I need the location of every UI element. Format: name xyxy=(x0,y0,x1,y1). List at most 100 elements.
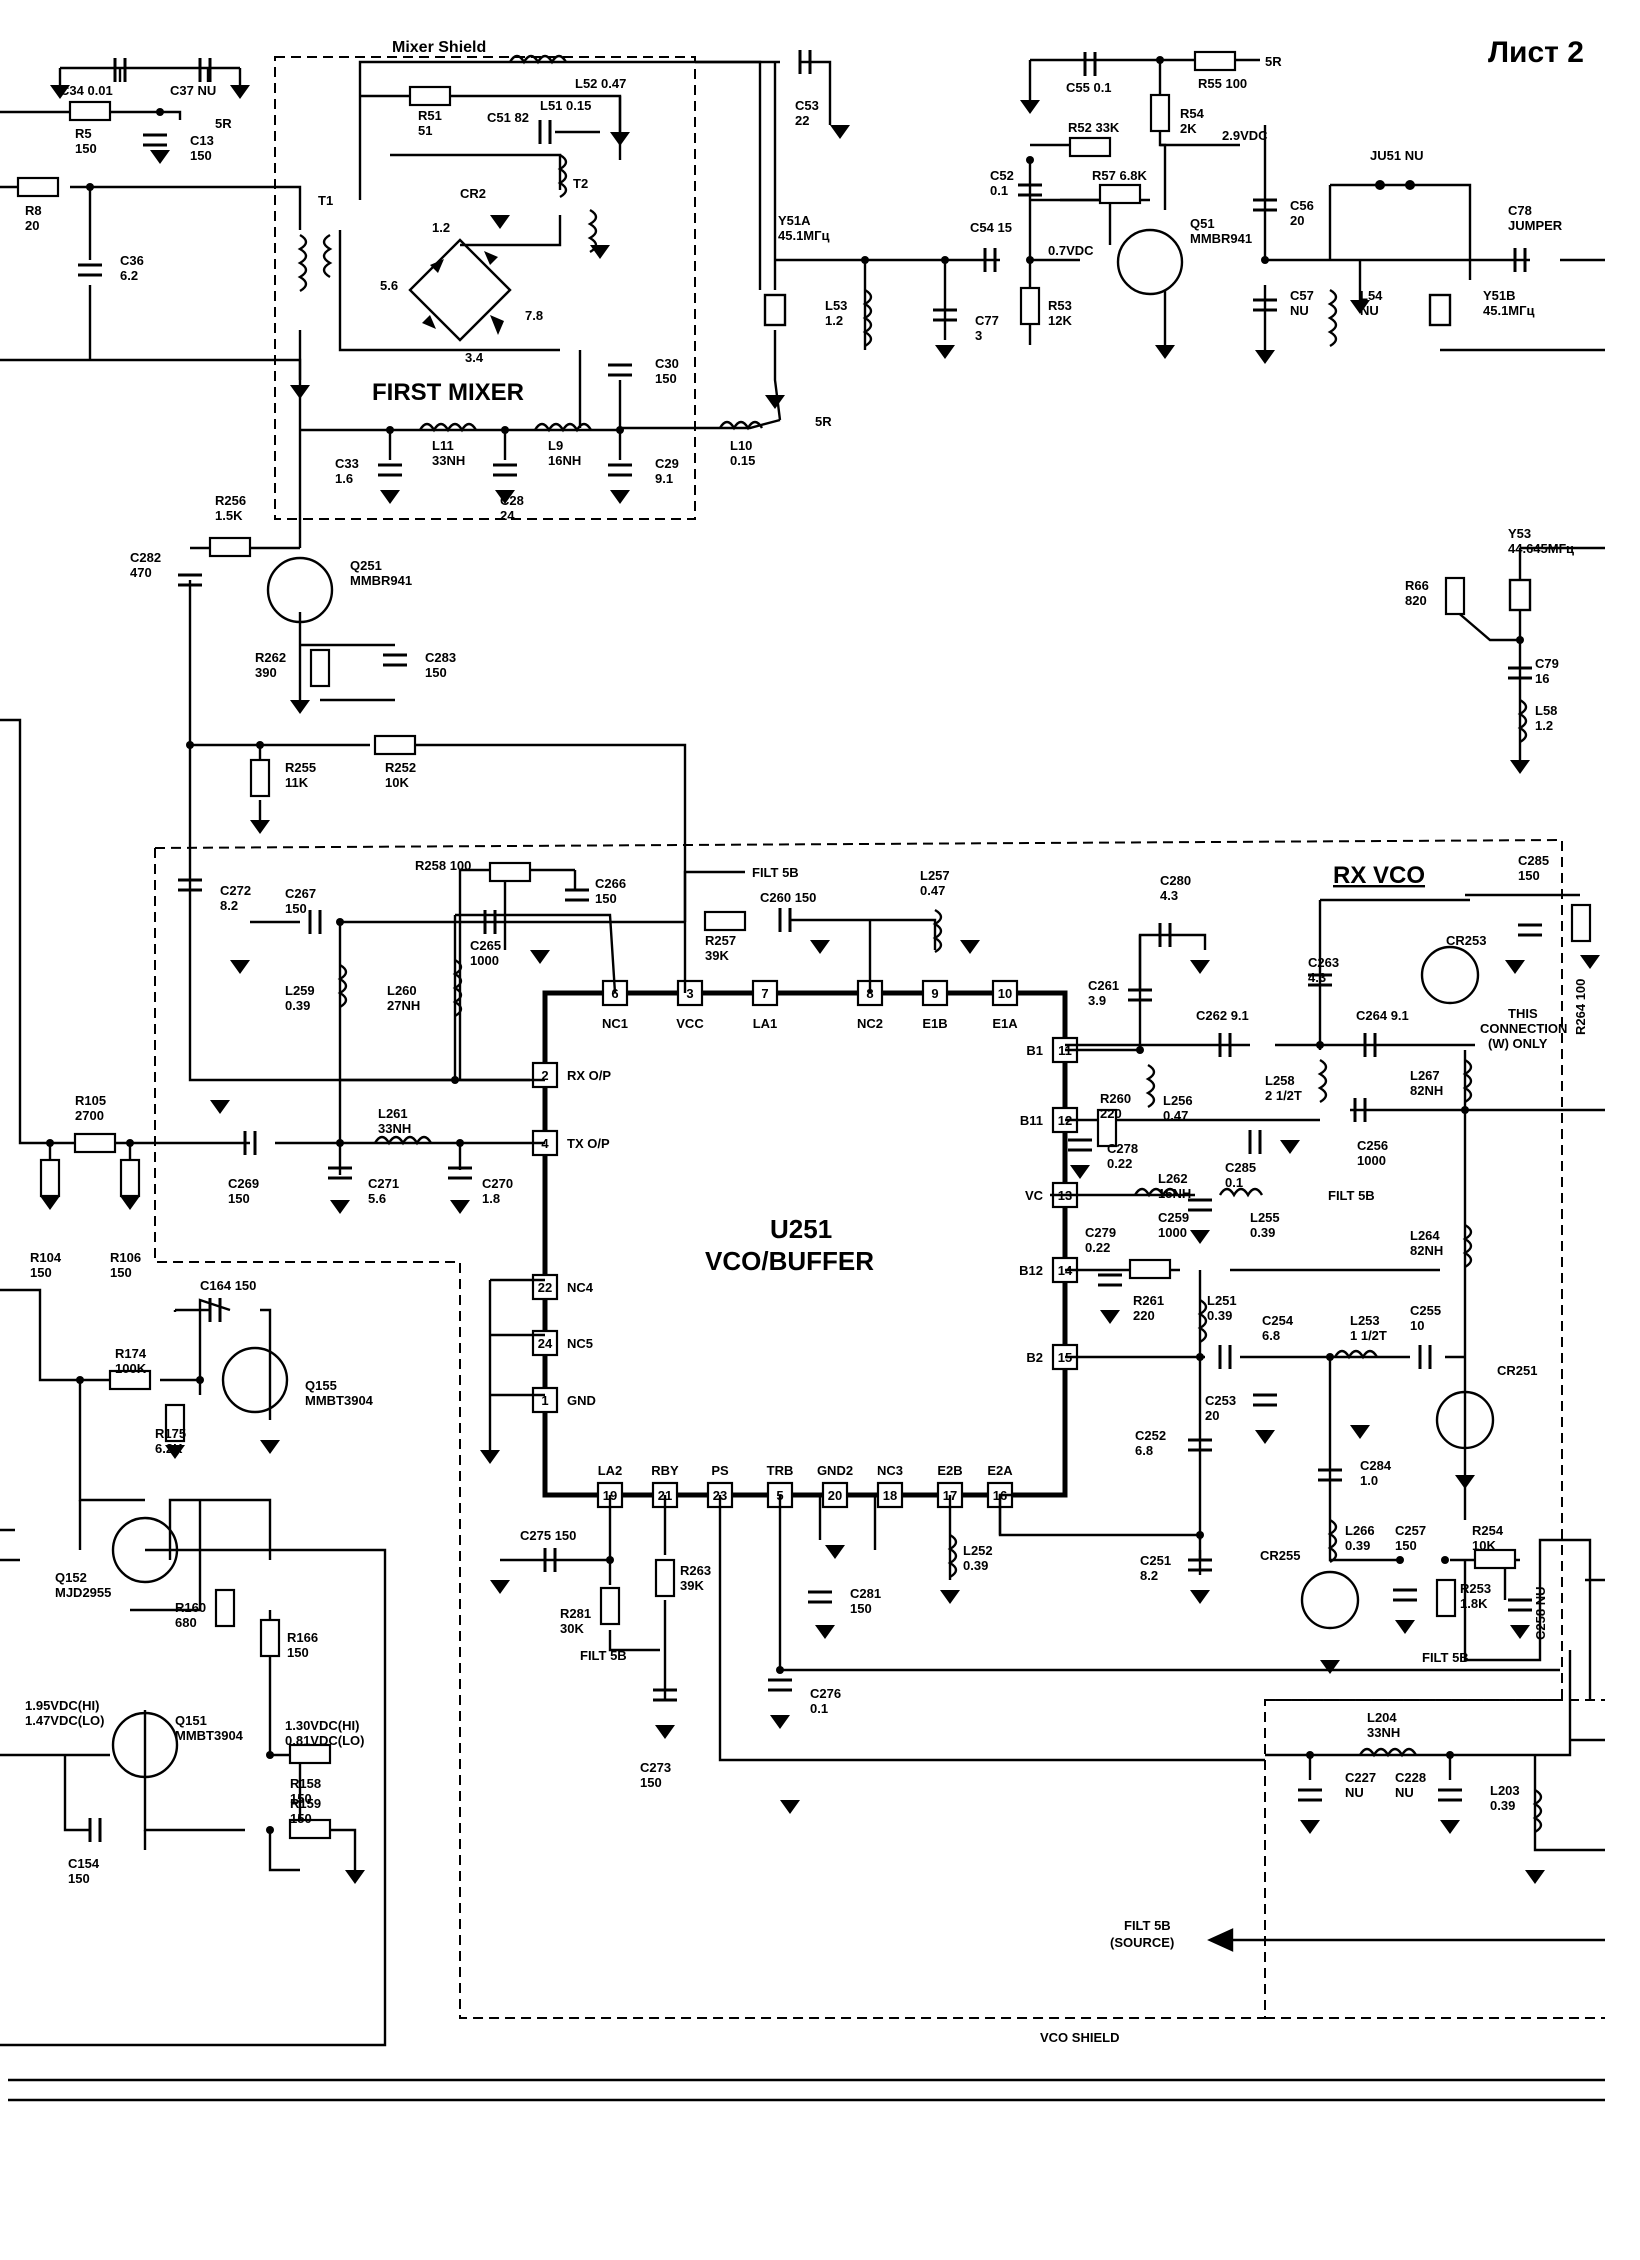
resistor-r53 xyxy=(1019,286,1041,326)
label-c228-1: NU xyxy=(1395,1785,1414,1800)
label-l257-0: L257 xyxy=(920,868,950,883)
label-l10-0: L10 xyxy=(730,438,752,453)
label-c33-1: 1.6 xyxy=(335,471,353,486)
label-l53-1: 1.2 xyxy=(825,313,843,328)
label-l267-1: 82NH xyxy=(1410,1083,1443,1098)
label-r255-0: R255 xyxy=(285,760,316,775)
u251-pin-9-number: 9 xyxy=(931,986,938,1001)
rail-5r-l10: 5R xyxy=(815,414,832,429)
label-t1-0: T1 xyxy=(318,193,333,208)
label-l52-0: L52 0.47 xyxy=(575,76,626,91)
voltage-q151-base-lo: 1.47VDC(LO) xyxy=(25,1713,104,1728)
label-r255-1: 11K xyxy=(285,775,309,790)
rail-5r-top: 5R xyxy=(215,116,232,131)
label-r261-0: R261 xyxy=(1133,1293,1164,1308)
label-c285-1: 150 xyxy=(1518,868,1540,883)
cap-c276 xyxy=(768,1678,792,1692)
label-r256-1: 1.5K xyxy=(215,508,243,523)
transistor-q51 xyxy=(1116,228,1184,296)
u251-pin-19-name: LA2 xyxy=(598,1463,623,1478)
u251-pin-22-name: NC4 xyxy=(567,1280,594,1295)
label-c255-1: 10 xyxy=(1410,1318,1424,1333)
u251-pin-7-number: 7 xyxy=(761,986,768,1001)
label-l258-1: 2 1/2T xyxy=(1265,1088,1302,1103)
label-c265-1: 1000 xyxy=(470,953,499,968)
varactor-cr253 xyxy=(1420,945,1480,1005)
u251-pin-7-box xyxy=(751,979,779,1007)
cap-c264 xyxy=(1363,1033,1377,1057)
voltage-q151-emitter-lo: 0.81VDC(LO) xyxy=(285,1733,364,1748)
cap-c29 xyxy=(608,463,632,477)
label-c279-1: 0.22 xyxy=(1085,1240,1110,1255)
label-c253-1: 20 xyxy=(1205,1408,1219,1423)
label-c257-1: 150 xyxy=(1395,1538,1417,1553)
label-c283-1: 150 xyxy=(425,665,447,680)
label-l11-1: 33NH xyxy=(432,453,465,468)
label-r260-0: R260 xyxy=(1100,1091,1131,1106)
label-c154-1: 150 xyxy=(68,1871,90,1886)
u251-pin-20-box xyxy=(821,1481,849,1509)
u251-pin-8-name: NC2 xyxy=(857,1016,883,1031)
u251-pin-10-name: E1A xyxy=(992,1016,1018,1031)
cap-c227 xyxy=(1298,1788,1322,1802)
label-c36-1: 6.2 xyxy=(120,268,138,283)
diode-ring-cr2 xyxy=(408,238,512,342)
cap-c266 xyxy=(565,888,589,902)
label-r174-0: R174 xyxy=(115,1346,147,1361)
label-c278-1: 0.22 xyxy=(1107,1156,1132,1171)
u251-pin-6-name: NC1 xyxy=(602,1016,628,1031)
label-c34-0: C34 0.01 xyxy=(60,83,113,98)
label-y53-0: Y53 xyxy=(1508,526,1531,541)
label-c54-0: C54 15 xyxy=(970,220,1012,235)
label-r5-1: 150 xyxy=(75,141,97,156)
resistor-r255 xyxy=(249,758,271,798)
label-r174-1: 100K xyxy=(115,1361,147,1376)
cap-c77 xyxy=(933,308,957,322)
vco-shield-label: VCO SHIELD xyxy=(1040,2030,1119,2045)
ground-symbol xyxy=(40,85,1600,1884)
label-r8-0: R8 xyxy=(25,203,42,218)
label-r264-0: R264 100 xyxy=(1573,979,1588,1035)
mixer-node-5-6: 5.6 xyxy=(380,278,398,293)
label-q152-0: Q152 xyxy=(55,1570,87,1585)
junction-dot xyxy=(266,1826,274,1834)
cap-c78 xyxy=(1513,248,1527,272)
u251-pin-22-number: 22 xyxy=(538,1280,552,1295)
label-r175-1: 6.2K xyxy=(155,1441,183,1456)
resistor-r174 xyxy=(108,1369,152,1391)
cap-c271 xyxy=(328,1166,352,1180)
junction-dot xyxy=(1516,636,1524,644)
label-l260-0: L260 xyxy=(387,983,417,998)
label-r57-0: R57 6.8K xyxy=(1092,168,1148,183)
transistor-q151 xyxy=(111,1711,179,1779)
label-c281-1: 150 xyxy=(850,1601,872,1616)
label-c57-1: NU xyxy=(1290,303,1309,318)
note-line-3: (W) ONLY xyxy=(1488,1036,1548,1051)
cap-c267 xyxy=(308,910,322,934)
junction-dot xyxy=(1026,156,1034,164)
label-r281-1: 30K xyxy=(560,1621,584,1636)
label-l253-0: L253 xyxy=(1350,1313,1380,1328)
label-r104-1: 150 xyxy=(30,1265,52,1280)
label-l11-0: L11 xyxy=(432,438,454,453)
mixer-node-7-8: 7.8 xyxy=(525,308,543,323)
label-q251-0: Q251 xyxy=(350,558,382,573)
cap-c283 xyxy=(383,653,407,667)
junction-dot xyxy=(1375,180,1385,190)
rail-filt5b-l255: FILT 5B xyxy=(1328,1188,1375,1203)
label-r158-0: R158 xyxy=(290,1776,321,1791)
varactor-cr251 xyxy=(1435,1390,1495,1450)
u251-pin-16-name: E2A xyxy=(987,1463,1013,1478)
rx-vco-label: RX VCO xyxy=(1333,862,1425,889)
resistor-r257 xyxy=(703,910,747,932)
resistor-r264 xyxy=(1570,903,1592,943)
label-r159-1: 150 xyxy=(290,1811,312,1826)
label-l204-0: L204 xyxy=(1367,1710,1397,1725)
inductor-l203 xyxy=(1532,1788,1543,1834)
label-cr2-0: CR2 xyxy=(460,186,486,201)
label-c28-0: C28 xyxy=(500,493,524,508)
label-l252-0: L252 xyxy=(963,1543,993,1558)
cap-c37 xyxy=(198,58,212,82)
label-l9-1: 16NH xyxy=(548,453,581,468)
